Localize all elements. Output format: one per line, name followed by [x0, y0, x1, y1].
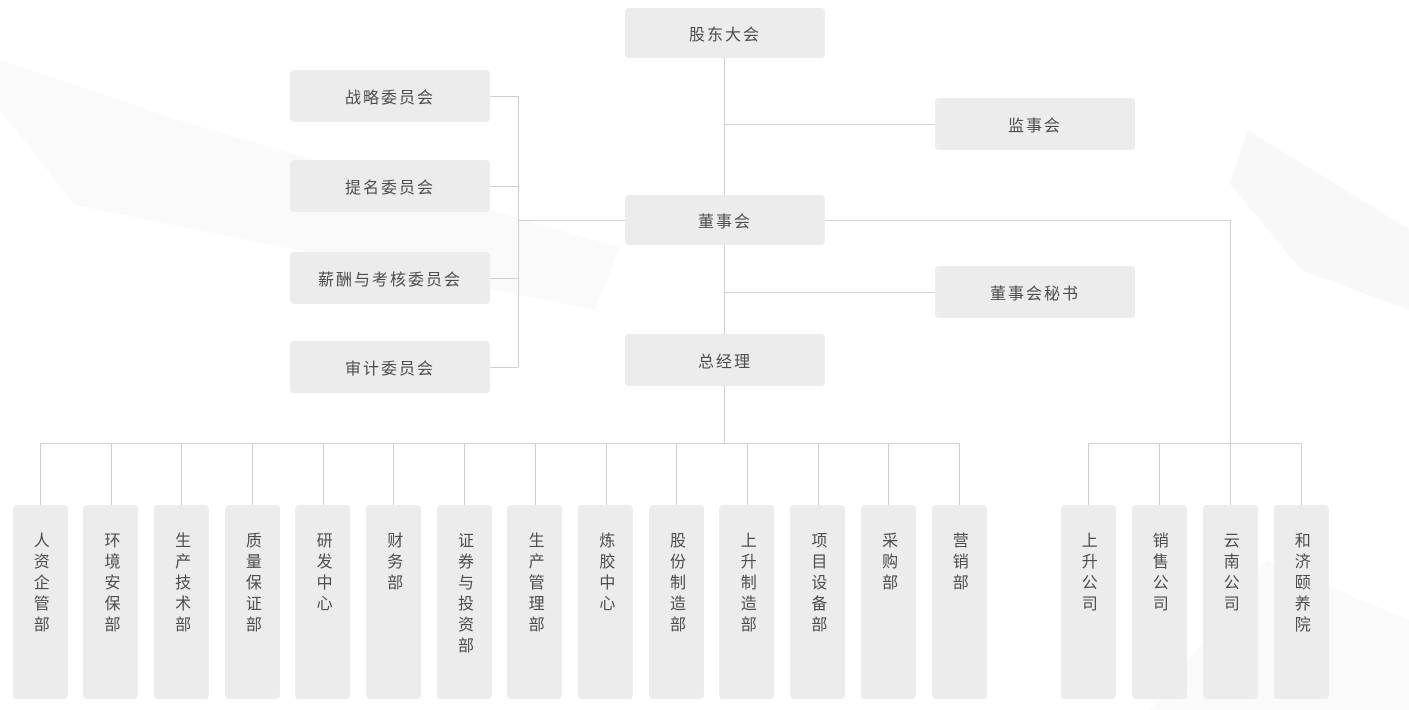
- node-subsidiary-label: 上升公司: [1078, 532, 1098, 616]
- node-department-label: 营销部: [949, 532, 969, 595]
- node-board-secretary: 董事会秘书: [935, 266, 1135, 318]
- connector-line: [724, 386, 725, 443]
- node-department: 生产管理部: [507, 505, 563, 699]
- connector-line: [606, 443, 607, 505]
- connector-line: [323, 443, 324, 505]
- connector-line: [724, 124, 935, 125]
- node-department: 质量保证部: [224, 505, 280, 699]
- node-department-label: 项目设备部: [808, 532, 828, 637]
- node-committee: 提名委员会: [290, 160, 490, 212]
- connector-line: [518, 220, 625, 221]
- node-department-label: 财务部: [384, 532, 404, 595]
- node-department-label: 质量保证部: [242, 532, 262, 637]
- connector-line: [818, 443, 819, 505]
- node-department-label: 采购部: [879, 532, 899, 595]
- node-committee: 薪酬与考核委员会: [290, 252, 490, 304]
- connector-line: [535, 443, 536, 505]
- node-department-label: 生产管理部: [525, 532, 545, 637]
- connector-line: [1230, 443, 1231, 505]
- node-department-label: 人资企管部: [30, 532, 50, 637]
- connector-line: [1230, 220, 1231, 443]
- node-board-of-directors: 董事会: [625, 195, 825, 245]
- connector-line: [518, 96, 519, 367]
- connector-line: [959, 443, 960, 505]
- connector-line: [747, 443, 748, 505]
- node-general-manager: 总经理: [625, 334, 825, 386]
- connector-line: [490, 367, 518, 368]
- connector-line: [1159, 443, 1160, 505]
- connector-line: [252, 443, 253, 505]
- node-subsidiary-label: 云南公司: [1220, 532, 1240, 616]
- node-committee: 审计委员会: [290, 341, 490, 393]
- node-supervisory-board: 监事会: [935, 98, 1135, 150]
- connector-line: [111, 443, 112, 505]
- connector-line: [1088, 443, 1301, 444]
- node-shareholders-meeting: 股东大会: [625, 8, 825, 58]
- node-department: 人资企管部: [12, 505, 68, 699]
- node-subsidiary: 上升公司: [1060, 505, 1116, 699]
- node-department: 采购部: [860, 505, 916, 699]
- node-department: 研发中心: [295, 505, 351, 699]
- node-department-label: 股份制造部: [667, 532, 687, 637]
- node-department-label: 研发中心: [313, 532, 333, 616]
- background-watermark: [1230, 130, 1409, 310]
- connector-line: [1301, 443, 1302, 505]
- connector-line: [464, 443, 465, 505]
- connector-line: [724, 245, 725, 334]
- connector-line: [490, 96, 518, 97]
- node-department: 财务部: [365, 505, 421, 699]
- connector-line: [490, 186, 518, 187]
- connector-line: [888, 443, 889, 505]
- node-subsidiary: 云南公司: [1202, 505, 1258, 699]
- connector-line: [825, 220, 1230, 221]
- connector-line: [490, 278, 518, 279]
- node-department-label: 环境安保部: [101, 532, 121, 637]
- connector-line: [1088, 443, 1089, 505]
- node-department: 营销部: [931, 505, 987, 699]
- connector-line: [40, 443, 959, 444]
- node-department: 上升制造部: [719, 505, 775, 699]
- connector-line: [724, 292, 935, 293]
- node-department: 股份制造部: [648, 505, 704, 699]
- connector-line: [181, 443, 182, 505]
- node-subsidiary: 销售公司: [1131, 505, 1187, 699]
- connector-line: [393, 443, 394, 505]
- node-department: 炼胶中心: [578, 505, 634, 699]
- connector-line: [676, 443, 677, 505]
- connector-line: [724, 58, 725, 195]
- node-department: 环境安保部: [83, 505, 139, 699]
- node-department-label: 上升制造部: [737, 532, 757, 637]
- node-department-label: 生产技术部: [172, 532, 192, 637]
- connector-line: [40, 443, 41, 505]
- node-subsidiary: 和济颐养院: [1273, 505, 1329, 699]
- node-department: 生产技术部: [153, 505, 209, 699]
- node-department-label: 炼胶中心: [596, 532, 616, 616]
- node-department-label: 证券与投资部: [454, 532, 474, 658]
- node-committee: 战略委员会: [290, 70, 490, 122]
- node-department: 证券与投资部: [436, 505, 492, 699]
- node-department: 项目设备部: [790, 505, 846, 699]
- node-subsidiary-label: 和济颐养院: [1291, 532, 1311, 637]
- node-subsidiary-label: 销售公司: [1149, 532, 1169, 616]
